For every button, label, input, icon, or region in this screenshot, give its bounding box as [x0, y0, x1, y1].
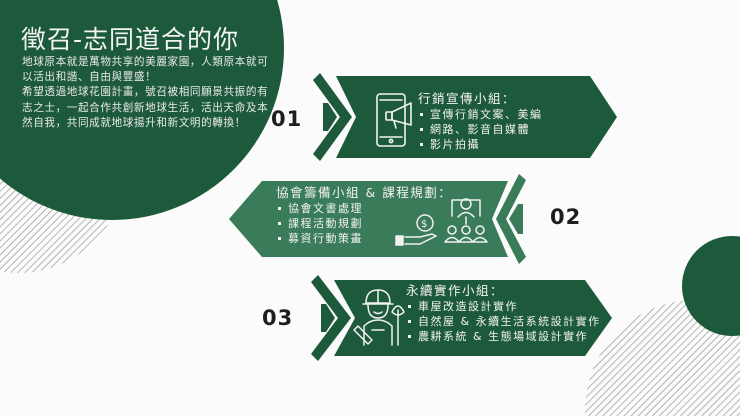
intro-paragraph-1: 地球原本就是萬物共享的美麗家園，人類原本就可以活出和諧、自由與豐盛！: [22, 56, 269, 84]
group-number-02: 02: [550, 205, 582, 229]
list-item: 影片拍攝: [418, 137, 543, 152]
list-item: 網路、影音自媒體: [418, 122, 543, 137]
list-item: 募資行動策畫: [276, 231, 452, 246]
group-card-02: 協會籌備小組 & 課程規劃： 協會文書處理 課程活動規劃 募資行動策畫: [276, 185, 452, 246]
worker-with-shovel-icon: [353, 289, 405, 346]
svg-text:$: $: [421, 219, 427, 230]
list-item: 課程活動規劃: [276, 216, 452, 231]
group-heading: 行銷宣傳小組：: [418, 91, 517, 106]
list-item: 宣傳行銷文案、美編: [418, 107, 543, 122]
group-item-list: 車屋改造設計實作 自然屋 & 永續生活系統設計實作 農耕系統 & 生態場域設計實…: [406, 299, 601, 344]
group-card-01: 行銷宣傳小組： 宣傳行銷文案、美編 網路、影音自媒體 影片拍攝: [418, 91, 543, 152]
list-item: 自然屋 & 永續生活系統設計實作: [406, 314, 601, 329]
small-green-circle: [682, 236, 740, 336]
intro-text: 地球原本就是萬物共享的美麗家園，人類原本就可以活出和諧、自由與豐盛！ 希望透過地…: [22, 55, 272, 131]
arrow-card-02: [229, 174, 526, 264]
group-item-list: 宣傳行銷文案、美編 網路、影音自媒體 影片拍攝: [418, 107, 543, 152]
group-number-03: 03: [262, 306, 294, 330]
group-heading: 協會籌備小組 & 課程規劃：: [276, 185, 453, 200]
group-item-list: 協會文書處理 課程活動規劃 募資行動策畫: [276, 201, 452, 246]
list-item: 車屋改造設計實作: [406, 299, 601, 314]
group-card-03: 永續實作小組： 車屋改造設計實作 自然屋 & 永續生活系統設計實作 農耕系統 &…: [406, 283, 601, 344]
page-title: 徵召-志同道合的你: [21, 25, 240, 54]
intro-paragraph-2: 希望透過地球花園計畫，號召被相同願景共振的有志之士，一起合作共創新地球生活，活出…: [22, 86, 269, 129]
large-green-circle: [0, 0, 284, 220]
phone-megaphone-icon: [376, 93, 412, 147]
list-item: 協會文書處理: [276, 201, 452, 216]
arrow-card-01: [313, 73, 617, 161]
hatched-circle-right: [585, 300, 740, 416]
list-item: 農耕系統 & 生態場域設計實作: [406, 329, 601, 344]
fundraising-team-icon: $: [395, 198, 488, 246]
arrow-card-03: [311, 275, 612, 361]
group-heading: 永續實作小組：: [406, 283, 505, 298]
group-number-01: 01: [271, 107, 303, 131]
